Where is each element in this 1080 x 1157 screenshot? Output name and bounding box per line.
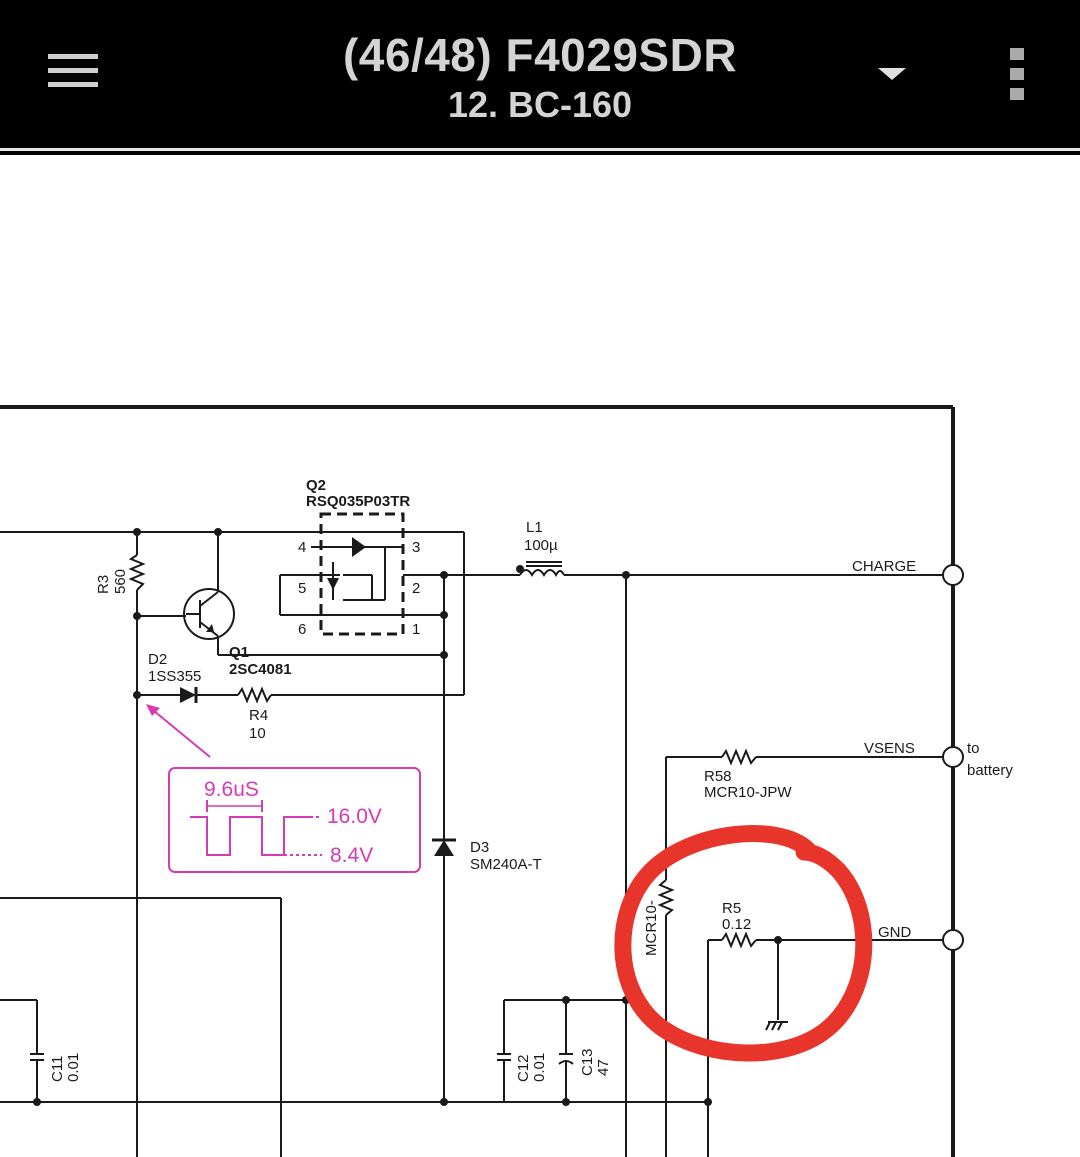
q2-pin-1: 1 — [412, 621, 420, 638]
q1-ref: Q1 — [229, 644, 249, 661]
r58-part: MCR10-JPW — [704, 784, 792, 801]
q2-pin-6: 6 — [298, 621, 306, 638]
mcr-vertical-label: MCR10- — [643, 900, 660, 956]
waveform-annotation — [147, 705, 421, 873]
app-bar-divider — [0, 147, 1080, 155]
c12-ref: C12 — [515, 1054, 532, 1082]
r4-value: 10 — [249, 725, 266, 742]
r5-value: 0.12 — [722, 916, 751, 933]
q2-pin-2: 2 — [412, 580, 420, 597]
gnd-terminal — [942, 929, 964, 951]
d2-part: 1SS355 — [148, 668, 201, 685]
d3-part: SM240A-T — [470, 856, 542, 873]
c12-value: 0.01 — [531, 1053, 548, 1082]
caret-down-icon[interactable] — [870, 58, 914, 90]
to-label: to — [967, 740, 980, 757]
l1-ref: L1 — [526, 519, 543, 536]
r5-ref: R5 — [722, 900, 741, 917]
q2-pin-5: 5 — [298, 580, 306, 597]
charge-terminal — [942, 564, 964, 586]
r4-ref: R4 — [249, 707, 268, 724]
app-bar: (46/48) F4029SDR 12. BC-160 — [0, 0, 1080, 147]
document-subtitle: 12. BC-160 — [447, 84, 633, 125]
l1-value: 100µ — [524, 537, 558, 554]
q2-ref: Q2 — [306, 477, 326, 494]
q2-pin-3: 3 — [412, 539, 420, 556]
hamburger-menu-icon[interactable] — [42, 46, 104, 96]
document-title: (46/48) F4029SDR — [342, 29, 738, 81]
c11-value: 0.01 — [65, 1053, 82, 1082]
vsens-terminal — [942, 746, 964, 768]
waveform-period: 9.6uS — [204, 778, 259, 801]
red-highlight-circle — [614, 825, 873, 1062]
schematic-diagram: Q2 RSQ035P03TR 4 5 6 3 2 1 Q1 2SC4081 R3… — [0, 405, 1013, 1157]
document-page[interactable]: Q2 RSQ035P03TR 4 5 6 3 2 1 Q1 2SC4081 R3… — [0, 155, 1080, 1157]
r3-value: 560 — [112, 569, 129, 594]
c13-value: 47 — [595, 1059, 612, 1076]
charge-label: CHARGE — [852, 558, 916, 575]
q1-part: 2SC4081 — [229, 661, 292, 678]
r3-ref: R3 — [95, 575, 112, 594]
waveform-low-voltage: 8.4V — [330, 844, 373, 867]
gnd-label: GND — [878, 924, 912, 941]
c13-ref: C13 — [579, 1048, 596, 1076]
vsens-label: VSENS — [864, 740, 915, 757]
d2-diode-icon — [180, 687, 196, 703]
d2-ref: D2 — [148, 651, 167, 668]
r58-ref: R58 — [704, 768, 732, 785]
q2-pin-4: 4 — [298, 539, 306, 556]
waveform-high-voltage: 16.0V — [327, 805, 382, 828]
more-vertical-icon[interactable] — [1000, 44, 1034, 104]
c11-ref: C11 — [49, 1056, 66, 1082]
battery-label: battery — [967, 762, 1013, 779]
d3-ref: D3 — [470, 839, 489, 856]
q2-part: RSQ035P03TR — [306, 493, 410, 510]
